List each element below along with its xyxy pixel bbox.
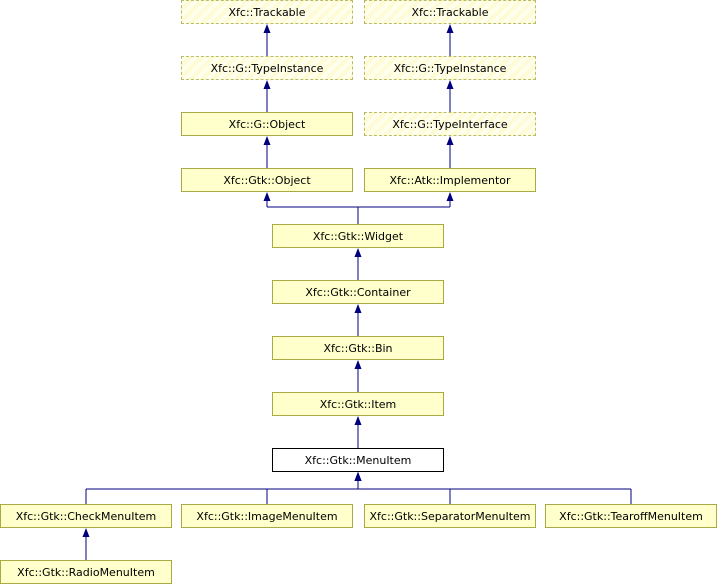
edge-arrowhead-15 [354, 472, 362, 481]
edge-arrowhead-3 [446, 80, 454, 89]
node-g-object[interactable]: Xfc::G::Object [181, 112, 353, 136]
node-gtk-tearoffmenuitem[interactable]: Xfc::Gtk::TearoffMenuItem [545, 504, 717, 528]
edge-arrowhead-8 [354, 248, 362, 257]
edge-arrowhead-6 [263, 192, 271, 201]
node-gtk-bin[interactable]: Xfc::Gtk::Bin [272, 336, 444, 360]
node-gtk-separatormenuitem[interactable]: Xfc::Gtk::SeparatorMenuItem [364, 504, 536, 528]
node-atk-implementor[interactable]: Xfc::Atk::Implementor [364, 168, 536, 192]
edge-arrowhead-4 [263, 136, 271, 145]
node-gtk-container[interactable]: Xfc::Gtk::Container [272, 280, 444, 304]
node-gtk-radiomenuitem[interactable]: Xfc::Gtk::RadioMenuItem [0, 560, 172, 584]
edge-arrowhead-10 [354, 360, 362, 369]
edge-arrowhead-1 [446, 24, 454, 33]
node-gtk-object[interactable]: Xfc::Gtk::Object [181, 168, 353, 192]
node-trackable-right[interactable]: Xfc::Trackable [364, 0, 536, 24]
edge-arrowhead-0 [263, 24, 271, 33]
node-gtk-imagemenuitem[interactable]: Xfc::Gtk::ImageMenuItem [181, 504, 353, 528]
node-typeinterface[interactable]: Xfc::G::TypeInterface [364, 112, 536, 136]
node-gtk-item[interactable]: Xfc::Gtk::Item [272, 392, 444, 416]
edge-arrowhead-7 [446, 192, 454, 201]
node-trackable-left[interactable]: Xfc::Trackable [181, 0, 353, 24]
node-gtk-checkmenuitem[interactable]: Xfc::Gtk::CheckMenuItem [0, 504, 172, 528]
node-gtk-widget[interactable]: Xfc::Gtk::Widget [272, 224, 444, 248]
edge-arrowhead-9 [354, 304, 362, 313]
edge-arrowhead-2 [263, 80, 271, 89]
node-typeinstance-left[interactable]: Xfc::G::TypeInstance [181, 56, 353, 80]
edge-arrowhead-5 [446, 136, 454, 145]
edge-arrowhead-11 [354, 416, 362, 425]
edge-arrowhead-16 [82, 528, 90, 537]
node-typeinstance-right[interactable]: Xfc::G::TypeInstance [364, 56, 536, 80]
node-gtk-menuitem-current: Xfc::Gtk::MenuItem [272, 448, 444, 472]
